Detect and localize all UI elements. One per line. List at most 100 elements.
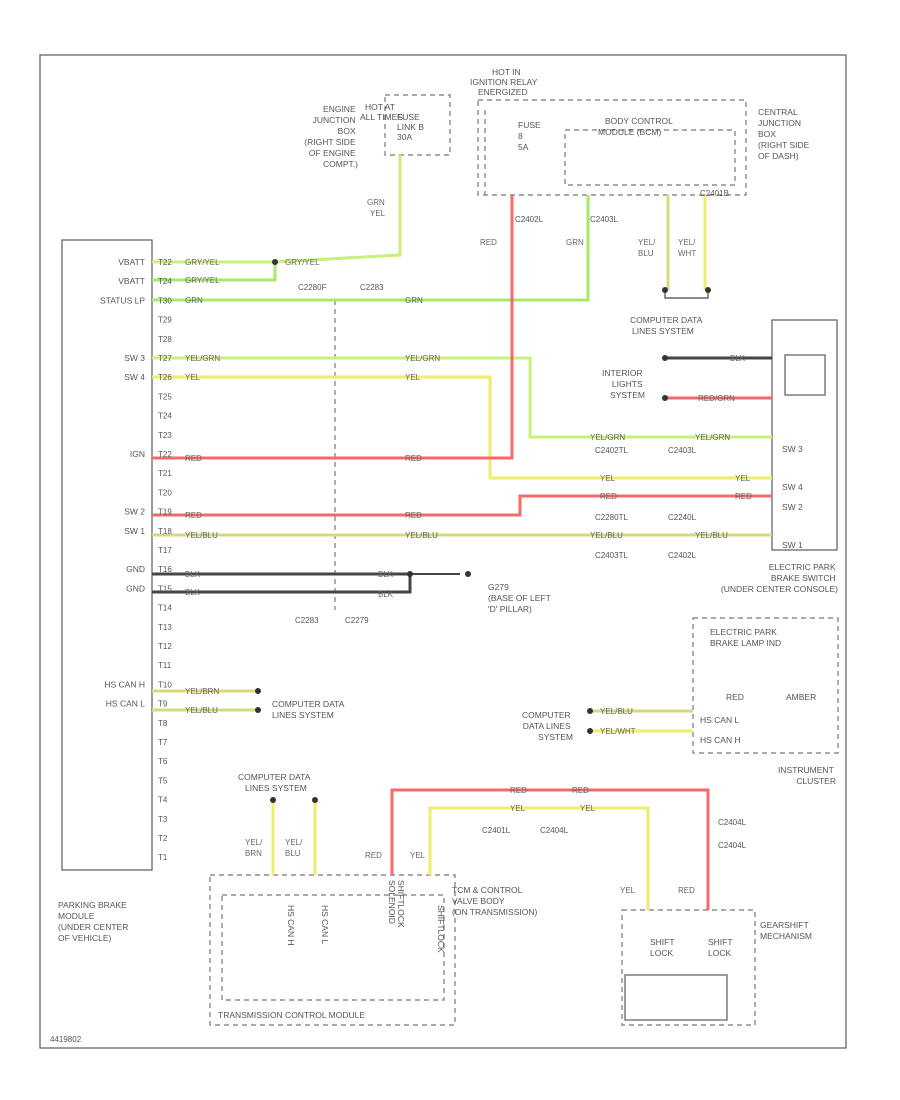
wl-red-g: RED <box>405 511 422 520</box>
wl-yel-grn-d: YEL/GRN <box>695 433 730 442</box>
module-pin-number: T7 <box>158 738 168 747</box>
module-pin-number: T25 <box>158 392 172 401</box>
wl-grn-b: GRN <box>405 296 423 305</box>
interior-l2: LIGHTS <box>612 379 643 389</box>
label-shift-lock-1: SHIFT LOCK <box>650 937 677 958</box>
twisted-pair-bracket <box>664 290 709 299</box>
wl-yel-h: YEL <box>620 886 636 895</box>
conn-c2402tl: C2402TL <box>595 446 628 455</box>
module-pin-number: T1 <box>158 853 168 862</box>
sw1-label: SW 1 <box>782 540 803 550</box>
wl-yel-grn-b: YEL/GRN <box>405 354 440 363</box>
module-pin-number: T8 <box>158 719 168 728</box>
conn-c2404ll2: C2404L <box>718 841 747 850</box>
shift-lock1-l1: SHIFT <box>650 937 674 947</box>
ic-hs-can-l: HS CAN L <box>700 715 739 725</box>
gearshift-l2: MECHANISM <box>760 931 812 941</box>
conn-top-mid2: C2283 <box>360 283 384 292</box>
outer-frame <box>39 54 847 1049</box>
wl-red-h: RED <box>510 786 527 795</box>
wl-red-b: RED <box>405 454 422 463</box>
wl-grn-a: GRN <box>185 296 203 305</box>
conn-c2402l: C2402L <box>515 215 544 224</box>
ejb-line1: ENGINE <box>323 104 356 114</box>
module-pin-number: T22 <box>158 450 172 459</box>
module-pin-label: SW 4 <box>124 372 145 382</box>
wl-blk-c: BLK <box>378 570 394 579</box>
pbm-l3: (UNDER CENTER <box>58 922 128 932</box>
module-pin-label: VBATT <box>118 276 145 286</box>
label-epb-switch: ELECTRIC PARK BRAKE SWITCH (UNDER CENTER… <box>721 562 838 594</box>
label-epb-lamp: ELECTRIC PARK BRAKE LAMP IND <box>710 627 781 648</box>
wire-red-sw2 <box>152 494 772 517</box>
engine-junction-box-outline <box>384 94 451 156</box>
wl-grn-yel-l1: GRN <box>367 198 385 207</box>
wl-yel-c: YEL <box>600 474 616 483</box>
module-pin-number: T9 <box>158 700 168 709</box>
label-interior-lights: INTERIOR LIGHTS SYSTEM <box>602 368 645 400</box>
module-pin-label: VBATT <box>118 257 145 267</box>
wire-gry-yel-2 <box>152 262 277 282</box>
epb-lamp-l1: ELECTRIC PARK <box>710 627 777 637</box>
wl-yel-b: YEL <box>405 373 421 382</box>
module-pin-label: GND <box>126 564 145 574</box>
pbm-l2: MODULE <box>58 911 95 921</box>
wl-yel-e: YEL <box>510 804 526 813</box>
int-dot-1 <box>662 355 668 361</box>
conn-c2240l: C2240L <box>668 513 697 522</box>
gearshift-l1: GEARSHIFT <box>760 920 809 930</box>
cjb-l3: BOX <box>758 129 776 139</box>
module-pin-number: T11 <box>158 661 172 670</box>
module-pin-label: GND <box>126 583 145 593</box>
module-pin-number: T21 <box>158 469 172 478</box>
tcm-dot-1 <box>270 797 276 803</box>
tcm-l1: TCM & CONTROL <box>452 885 523 895</box>
label-shift-lock-2: SHIFT LOCK <box>708 937 735 958</box>
wl-yel-grn-a: YEL/GRN <box>185 354 220 363</box>
module-pin-number: T27 <box>158 354 172 363</box>
label-hot-in-ign: HOT IN IGNITION RELAY ENERGIZED <box>470 67 540 97</box>
module-pin-number: T22 <box>158 258 172 267</box>
tcm-dot-2 <box>312 797 318 803</box>
fuse-link-l1: FUSE <box>397 112 420 122</box>
tcm-outline <box>209 874 456 1026</box>
tcm-l2: VALVE BODY <box>452 896 505 906</box>
wl-yel-f: YEL <box>580 804 596 813</box>
module-pin-number: T17 <box>158 546 172 555</box>
module-pin-label: SW 2 <box>124 507 145 517</box>
wl-yel-blu-bot-l2: BLU <box>285 849 301 858</box>
cdl-bot-l2: LINES SYSTEM <box>245 783 307 793</box>
epb-switch-l2: BRAKE SWITCH <box>771 573 836 583</box>
label-transmission-control-module: TRANSMISSION CONTROL MODULE <box>218 1010 365 1020</box>
wl-red-e: RED <box>735 492 752 501</box>
fuse-5a-l2: 8 <box>518 131 523 141</box>
ejb-line6: COMPT.) <box>323 159 358 169</box>
module-pin-label: SW 1 <box>124 526 145 536</box>
wl-grn-yel-l2: YEL <box>370 209 386 218</box>
tcm-l3: (ON TRANSMISSION) <box>452 907 537 917</box>
conn-bot-mid: C2283 <box>295 616 319 625</box>
tcm-shift-lock-sol: SHIFTLOCK SOLENOID <box>387 880 406 930</box>
wire-gry-yel-1 <box>152 155 402 264</box>
wl-yel-wht-top: YEL/ WHT <box>678 238 698 258</box>
wl-yel-grn-c: YEL/GRN <box>590 433 625 442</box>
cdl-left-l3: SYSTEM <box>538 732 573 742</box>
cdl-bot-l1: COMPUTER DATA <box>238 772 311 782</box>
cdl-top-l2: LINES SYSTEM <box>632 326 694 336</box>
cdl-mid-l1: COMPUTER DATA <box>272 699 345 709</box>
splice-dot-2 <box>407 571 413 577</box>
tcm-hs-can-l: HS CAN L <box>320 905 330 944</box>
conn-c2404ll: C2404L <box>718 818 747 827</box>
cdl-top-l1: COMPUTER DATA <box>630 315 703 325</box>
fuse-5a-l3: 5A <box>518 142 529 152</box>
g279-l2: (BASE OF LEFT <box>488 593 551 603</box>
conn-c2404l: C2404L <box>540 826 569 835</box>
label-fuse-5a: FUSE 8 5A <box>518 120 543 152</box>
shift-lock1-l2: LOCK <box>650 948 673 958</box>
cjb-l5: OF DASH) <box>758 151 799 161</box>
wl-blk-int: BLK <box>730 354 746 363</box>
label-central-junction-box: CENTRAL JUNCTION BOX (RIGHT SIDE OF DASH… <box>758 107 812 161</box>
g279-l3: 'D' PILLAR) <box>488 604 532 614</box>
